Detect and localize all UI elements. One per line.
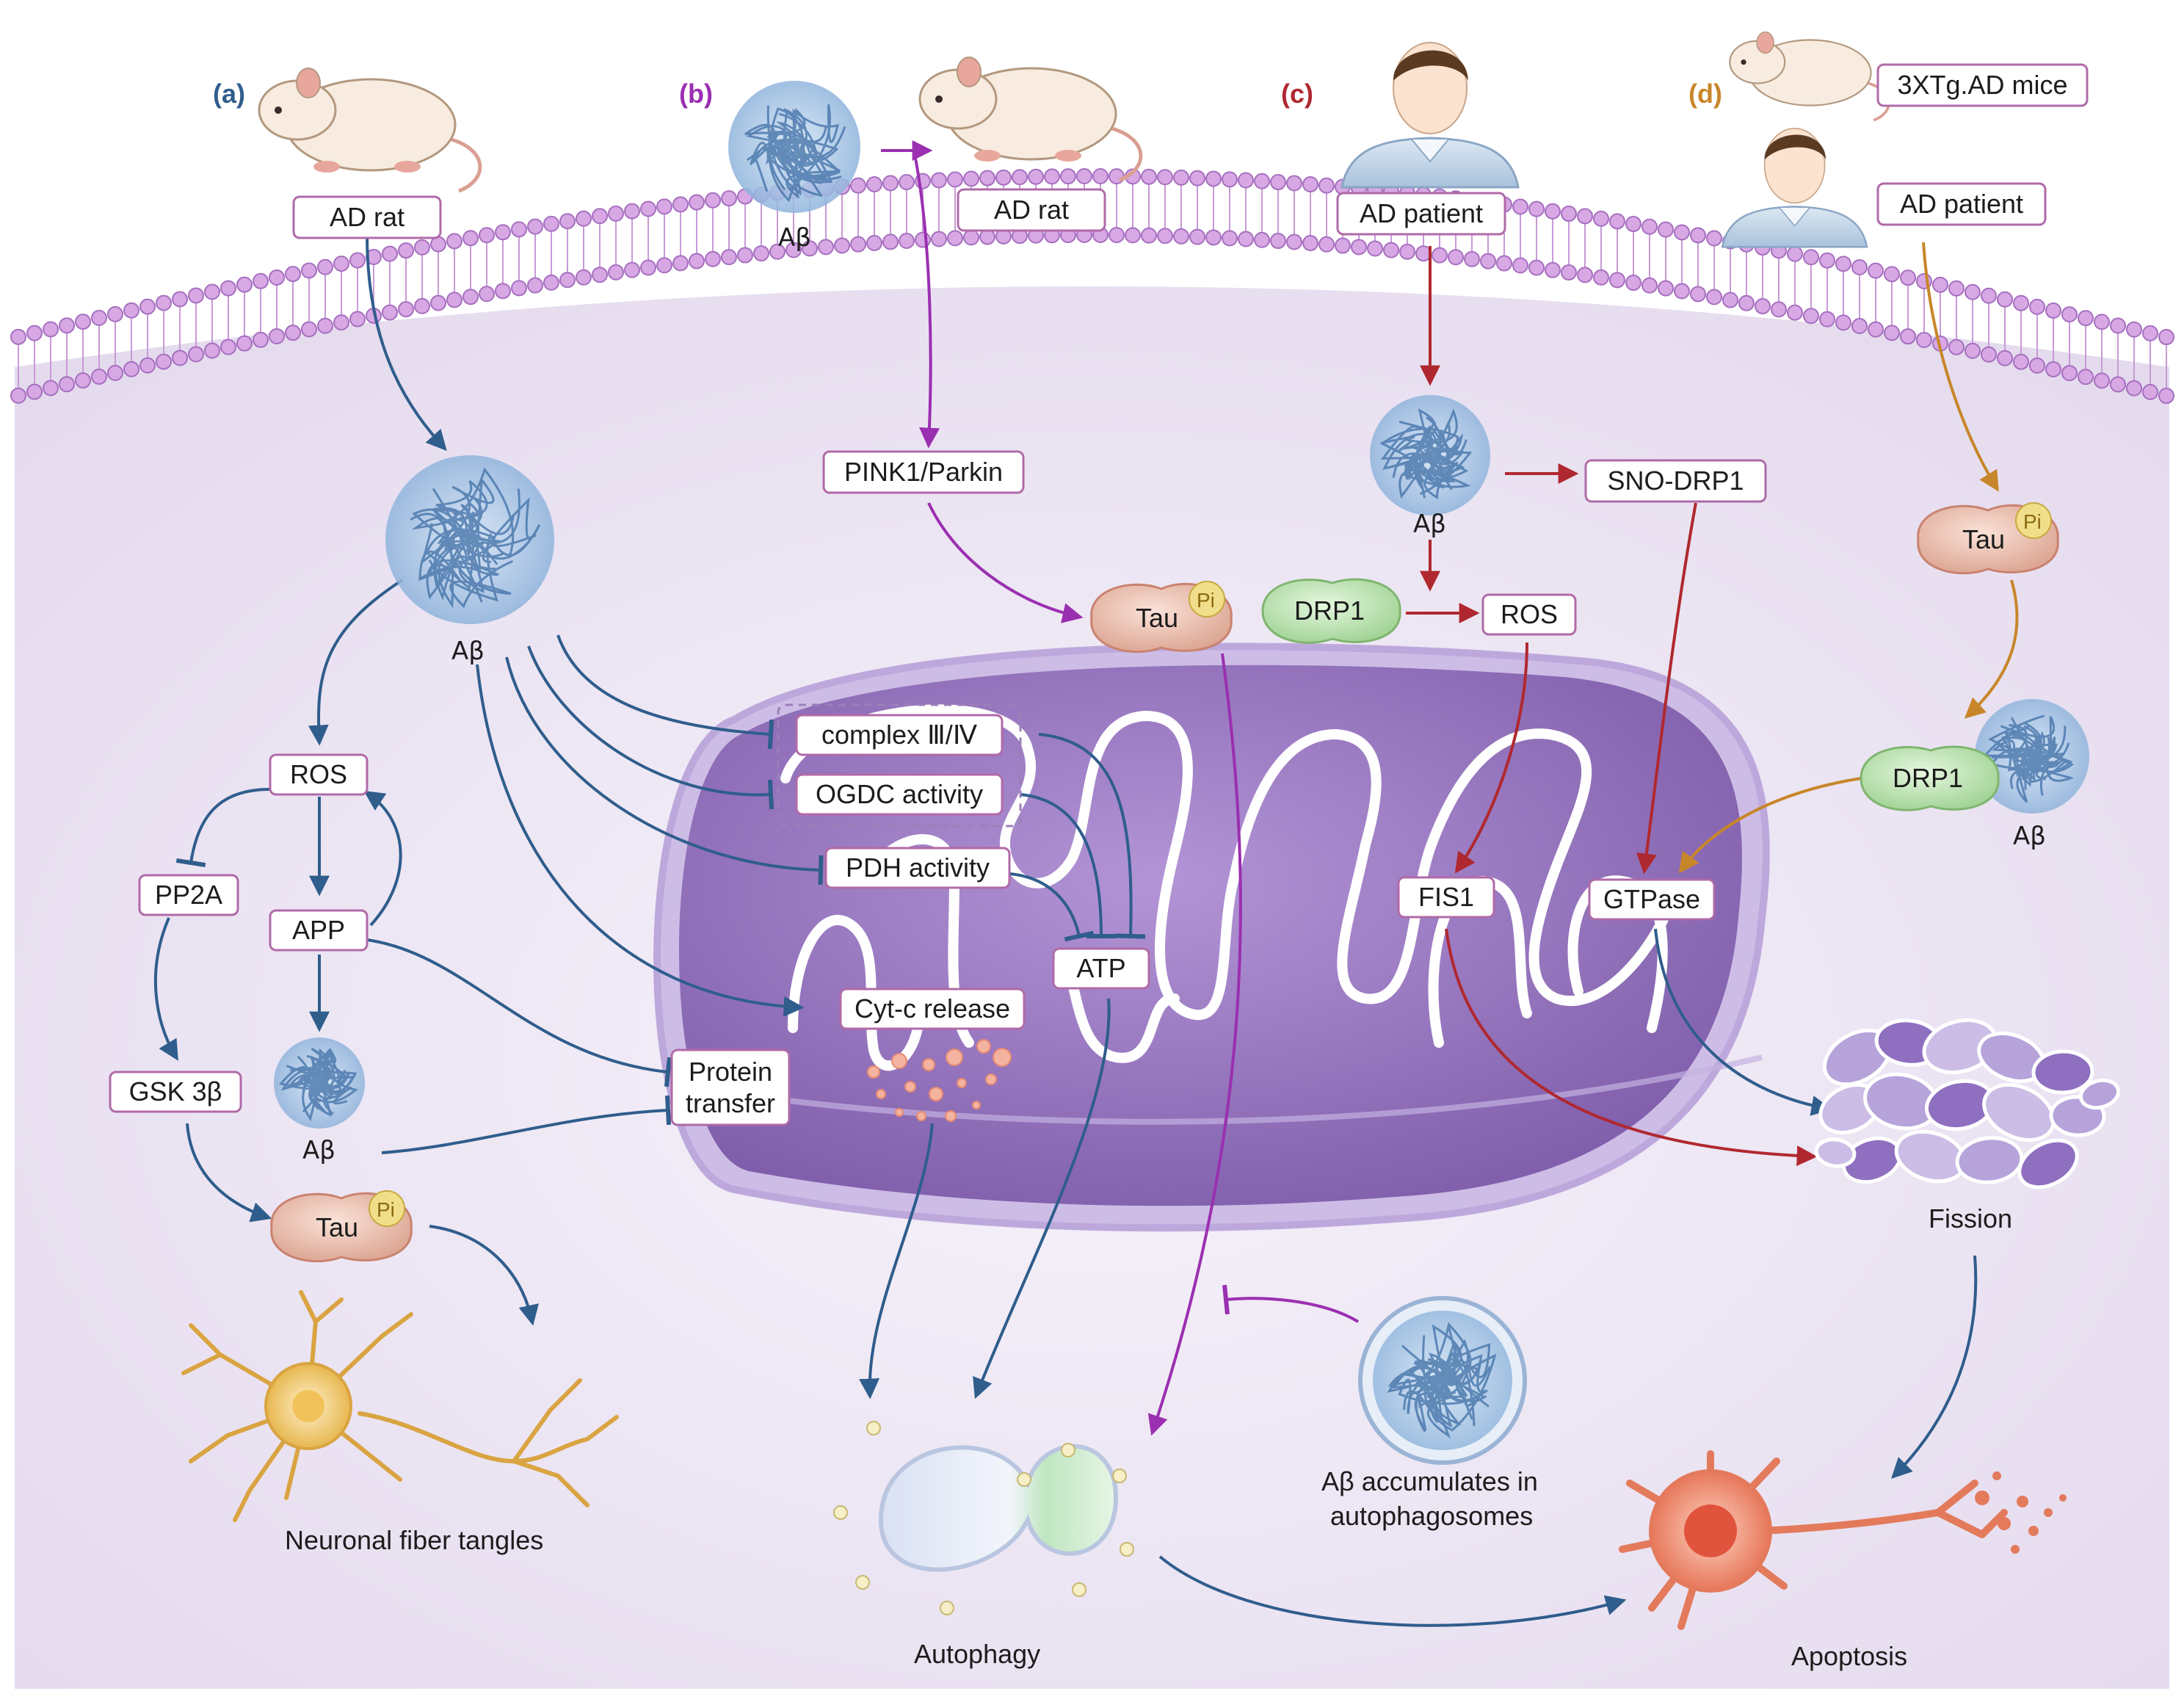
box-cytc: Cyt-c release bbox=[839, 988, 1026, 1030]
protein-transfer-line-2: transfer bbox=[686, 1088, 775, 1118]
caption-accumulate-1: Aβ accumulates in bbox=[1321, 1466, 1538, 1496]
box-ros-c: ROS bbox=[1481, 593, 1577, 636]
subject-box-ad-patient-c: AD patient bbox=[1336, 192, 1506, 236]
arrows-panel-a bbox=[153, 234, 1978, 1627]
box-sno-drp1-label: SNO-DRP1 bbox=[1607, 466, 1744, 496]
cell-membrane bbox=[10, 168, 2174, 405]
subject-box-ad-patient-d: AD patient bbox=[1876, 182, 2047, 226]
box-sno-drp1: SNO-DRP1 bbox=[1584, 459, 1767, 503]
cytc-particles bbox=[867, 1039, 1012, 1122]
abeta-label-a: Aβ bbox=[451, 637, 485, 666]
box-pink1-parkin: PINK1/Parkin bbox=[822, 450, 1025, 494]
drp1-protein-c: DRP1 bbox=[1261, 578, 1401, 644]
box-pp2a-label: PP2A bbox=[155, 880, 222, 910]
box-fis1-label: FIS1 bbox=[1418, 882, 1474, 912]
neuron-illustration bbox=[181, 1290, 619, 1522]
caption-apoptosis: Apoptosis bbox=[1791, 1641, 1907, 1671]
panel-label-a: (a) bbox=[213, 79, 245, 109]
box-gtpase-label: GTPase bbox=[1603, 884, 1700, 914]
fission-illustration bbox=[1814, 1018, 2121, 1189]
abeta-aggregate-c bbox=[1370, 395, 1490, 515]
box-ros-c-label: ROS bbox=[1501, 599, 1558, 629]
tau-protein-d: Tau Pi bbox=[1917, 502, 2059, 575]
subject-box-mice-d-label: 3XTg.AD mice bbox=[1897, 70, 2067, 100]
abeta-aggregate-d bbox=[1975, 699, 2089, 814]
panel-label-c: (c) bbox=[1281, 79, 1313, 109]
box-complex-iii-iv: complex Ⅲ/Ⅳ bbox=[795, 714, 1004, 756]
phosphate-label: Pi bbox=[1197, 589, 1215, 612]
subject-box-ad-patient-d-label: AD patient bbox=[1900, 189, 2023, 219]
patient-illustration-c bbox=[1340, 42, 1520, 189]
box-ogdc: OGDC activity bbox=[795, 773, 1004, 816]
abeta-label-b: Aβ bbox=[778, 223, 811, 253]
arrows-panel-b bbox=[881, 140, 1360, 1436]
abeta-aggregate-b bbox=[728, 81, 860, 213]
tau-protein-b: Tau Pi bbox=[1090, 581, 1233, 653]
box-ros-a-label: ROS bbox=[290, 759, 347, 789]
drp1-label: DRP1 bbox=[1893, 763, 1963, 793]
drp1-protein-d: DRP1 bbox=[1860, 745, 2000, 811]
panel-label-d: (d) bbox=[1688, 79, 1722, 109]
mouse-illustration-d bbox=[1729, 31, 1890, 122]
box-pdh: PDH activity bbox=[824, 847, 1011, 889]
phosphate-label: Pi bbox=[377, 1198, 395, 1221]
caption-accumulate-2: autophagosomes bbox=[1330, 1501, 1533, 1531]
autophagosome-abeta bbox=[1358, 1296, 1527, 1465]
box-cytc-label: Cyt-c release bbox=[855, 993, 1010, 1024]
box-fis1: FIS1 bbox=[1397, 876, 1495, 919]
apoptosis-illustration bbox=[1619, 1450, 2067, 1630]
box-gsk3b: GSK 3β bbox=[109, 1071, 242, 1113]
box-complex-iii-iv-label: complex Ⅲ/Ⅳ bbox=[821, 720, 977, 750]
subject-box-ad-rat-b-label: AD rat bbox=[994, 195, 1069, 225]
box-ros-a: ROS bbox=[269, 753, 369, 796]
caption-fission: Fission bbox=[1929, 1203, 2012, 1234]
box-atp: ATP bbox=[1052, 947, 1150, 990]
box-pink1-parkin-label: PINK1/Parkin bbox=[844, 457, 1003, 487]
abeta-aggregate-a bbox=[385, 455, 554, 624]
box-gtpase: GTPase bbox=[1588, 878, 1716, 921]
tau-label: Tau bbox=[1962, 524, 2005, 554]
protein-transfer-line-1: Protein bbox=[689, 1057, 772, 1087]
box-atp-label: ATP bbox=[1076, 953, 1125, 983]
abeta-label-small: Aβ bbox=[302, 1136, 335, 1165]
tau-label: Tau bbox=[1136, 603, 1178, 633]
abeta-label-c: Aβ bbox=[1413, 510, 1446, 539]
panel-label-b: (b) bbox=[679, 79, 713, 109]
arrows-panel-d bbox=[1678, 242, 2019, 874]
drp1-label: DRP1 bbox=[1294, 595, 1365, 626]
box-gsk3b-label: GSK 3β bbox=[129, 1076, 222, 1107]
enzyme-group-outline bbox=[777, 703, 1022, 828]
subject-box-ad-rat-b: AD rat bbox=[957, 188, 1106, 232]
subject-box-mice-d: 3XTg.AD mice bbox=[1876, 63, 2089, 107]
rat-illustration-a bbox=[258, 68, 482, 193]
caption-tangles: Neuronal fiber tangles bbox=[285, 1525, 543, 1555]
phosphate-label: Pi bbox=[2023, 510, 2042, 533]
tau-protein-a: Tau Pi bbox=[270, 1190, 413, 1263]
box-app-label: APP bbox=[292, 915, 345, 945]
subject-box-ad-patient-c-label: AD patient bbox=[1360, 198, 1483, 228]
arrows-panel-c bbox=[1406, 246, 1818, 1167]
subject-box-ad-rat-a: AD rat bbox=[292, 195, 442, 239]
abeta-aggregate-small bbox=[274, 1038, 365, 1129]
patient-illustration-d bbox=[1721, 127, 1868, 248]
box-pp2a: PP2A bbox=[138, 874, 239, 916]
caption-autophagy: Autophagy bbox=[914, 1639, 1040, 1669]
rat-illustration-b bbox=[918, 57, 1143, 182]
tau-label: Tau bbox=[316, 1212, 358, 1242]
box-pdh-label: PDH activity bbox=[846, 852, 990, 883]
box-app: APP bbox=[269, 909, 369, 952]
box-ogdc-label: OGDC activity bbox=[816, 779, 983, 809]
autophagy-illustration bbox=[833, 1421, 1134, 1615]
subject-box-ad-rat-a-label: AD rat bbox=[330, 202, 404, 232]
abeta-label-d: Aβ bbox=[2013, 822, 2046, 851]
